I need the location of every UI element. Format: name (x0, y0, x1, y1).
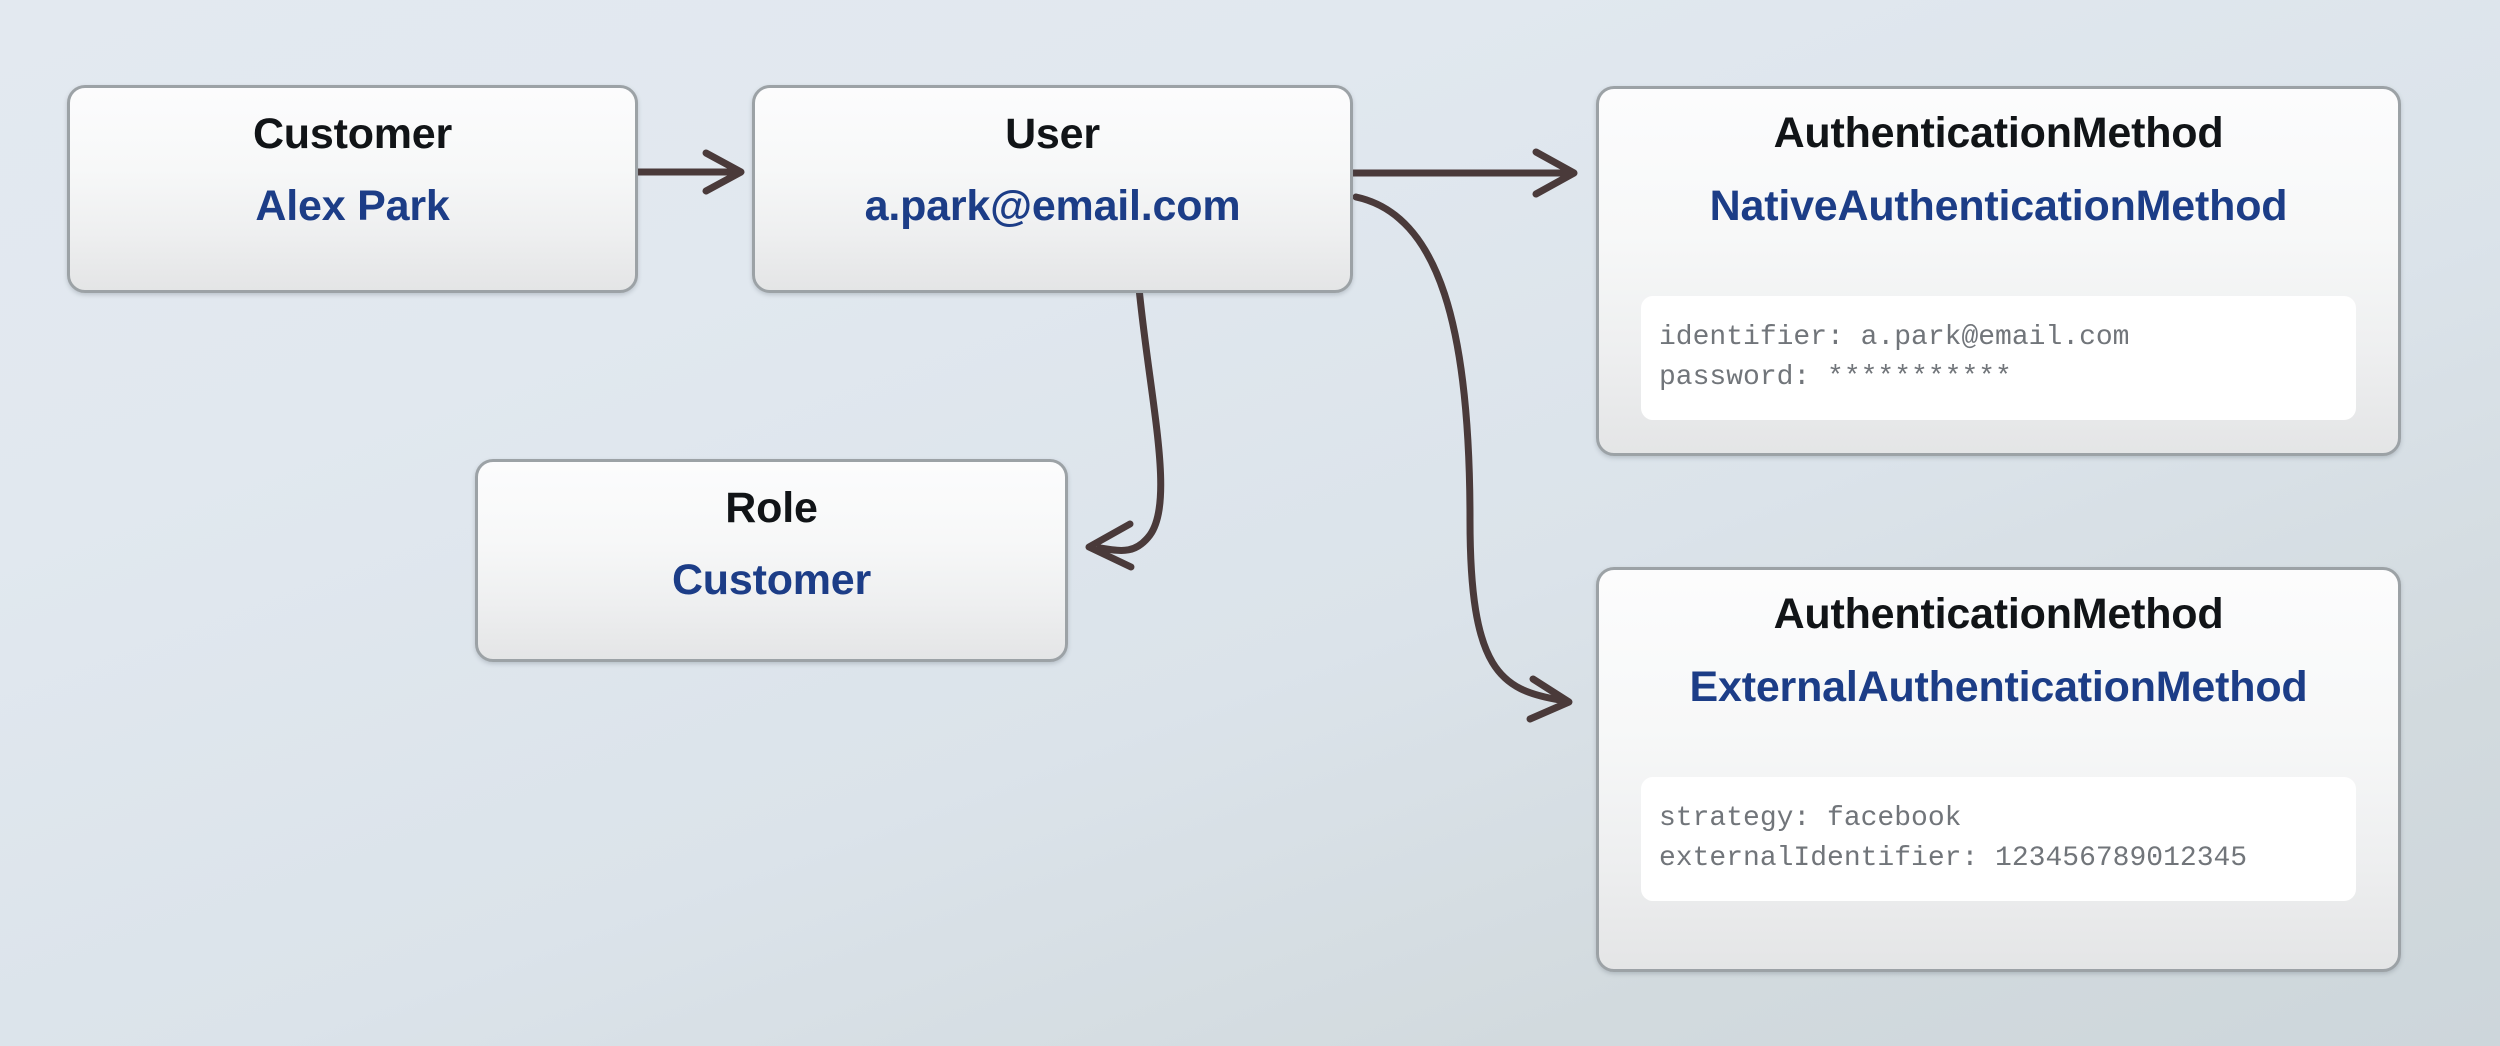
edge-user-to-external-auth (1352, 193, 1573, 723)
node-external-auth[interactable]: AuthenticationMethod ExternalAuthenticat… (1596, 567, 2401, 972)
node-native-auth-subtitle: NativeAuthenticationMethod (1709, 182, 2288, 231)
attribute-line: externalIdentifier: 123456789012345 (1659, 842, 2248, 874)
node-customer-title: Customer (252, 110, 453, 158)
edge-customer-to-user (634, 149, 745, 195)
edge-user-to-role (1085, 284, 1165, 571)
node-customer[interactable]: Customer Alex Park (67, 85, 638, 293)
edge-user-to-native-auth (1348, 148, 1578, 198)
node-native-auth[interactable]: AuthenticationMethod NativeAuthenticatio… (1596, 86, 2401, 456)
node-external-auth-subtitle: ExternalAuthenticationMethod (1689, 663, 2308, 712)
attribute-line: password: *********** (1659, 361, 2012, 393)
node-external-auth-attributes: strategy: facebook externalIdentifier: 1… (1641, 777, 2356, 901)
node-native-auth-title: AuthenticationMethod (1773, 109, 2224, 157)
node-role-title: Role (725, 484, 818, 532)
attribute-line: strategy: facebook (1659, 803, 1962, 834)
node-role-subtitle: Customer (671, 556, 872, 605)
attribute-line: identifier: a.park@email.com (1659, 322, 2130, 353)
node-external-auth-title: AuthenticationMethod (1773, 590, 2224, 638)
node-customer-subtitle: Alex Park (255, 182, 450, 231)
node-user[interactable]: User a.park@email.com (752, 85, 1353, 293)
node-role[interactable]: Role Customer (475, 459, 1068, 662)
node-user-title: User (1005, 110, 1100, 158)
node-native-auth-attributes: identifier: a.park@email.com password: *… (1641, 296, 2356, 420)
node-user-subtitle: a.park@email.com (864, 182, 1241, 231)
